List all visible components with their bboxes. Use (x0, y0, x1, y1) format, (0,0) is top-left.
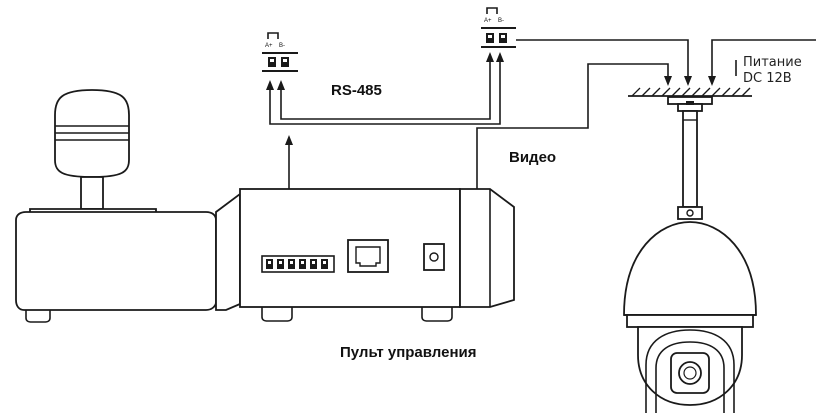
control-box (215, 188, 515, 322)
ceiling-mount (628, 87, 752, 220)
terminal-right-b-label: B- (498, 18, 504, 24)
rs485-camera-wiring (516, 39, 692, 86)
power-label-line1: Питание (743, 55, 802, 70)
power-jack (423, 243, 445, 271)
terminal-left-a-label: A+ (265, 43, 273, 49)
controller-rs485-arrow (285, 135, 293, 189)
controller-keyboard (15, 89, 241, 323)
terminal-strip (261, 255, 335, 273)
video-label: Видео (509, 149, 556, 166)
power-wiring (708, 39, 816, 86)
terminal-right-a-label: A+ (484, 18, 492, 24)
power-label-line2: DC 12В (743, 71, 792, 86)
video-wiring (476, 63, 672, 189)
dome-camera (623, 221, 757, 413)
terminal-block-right: A+ B- (481, 7, 516, 48)
terminal-left-b-label: B- (279, 43, 285, 49)
rj45-port (347, 239, 389, 273)
rs485-label: RS-485 (331, 82, 382, 99)
rs485-wiring (266, 52, 504, 125)
controller-label: Пульт управления (340, 344, 477, 361)
terminal-block-left: A+ B- (262, 32, 298, 72)
